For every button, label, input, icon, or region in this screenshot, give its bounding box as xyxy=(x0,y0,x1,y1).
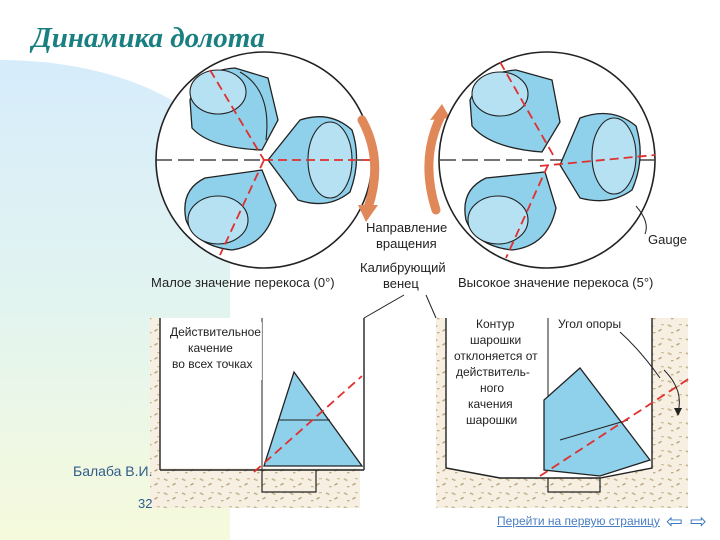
author-name: Балаба В.И. xyxy=(73,463,153,479)
cone-lower-skewed xyxy=(464,171,557,251)
cone-right-skewed xyxy=(559,112,641,202)
first-page-link[interactable]: Перейти на первую страницу xyxy=(497,514,660,528)
cone-upper-skewed xyxy=(469,69,561,153)
bit-top-view-low-skew xyxy=(155,51,373,269)
actual-rolling-label-line2: качение xyxy=(188,341,233,355)
deviation-label-line6: качения xyxy=(468,397,513,411)
deviation-label-line3: отклоняется от xyxy=(454,349,538,363)
high-skew-label: Высокое значение перекоса (5°) xyxy=(458,275,653,290)
deviation-label-line2: шарошки xyxy=(470,333,521,347)
bit-top-view-high-skew xyxy=(438,51,656,269)
deviation-label-line7: шарошки xyxy=(466,413,517,427)
back-arrow-icon[interactable]: ⇦ xyxy=(666,511,683,533)
calibrating-row-label-line2: венец xyxy=(383,276,419,291)
gauge-label: Gauge xyxy=(648,232,687,247)
rotation-arrow-up-icon xyxy=(424,104,450,215)
rotation-label-line2: вращения xyxy=(376,236,437,251)
calibrating-row-label-line1: Калибрующий xyxy=(360,260,446,275)
deviation-label-line5: ного xyxy=(480,381,504,395)
support-angle-label: Угол опоры xyxy=(558,317,621,331)
rotation-label-line1: Направление xyxy=(366,220,447,235)
deviation-label-line1: Контур xyxy=(476,317,515,331)
page-number: 32 xyxy=(138,496,153,511)
actual-rolling-label-line3: во всех точках xyxy=(172,357,252,371)
actual-rolling-label-line1: Действительное xyxy=(170,325,261,339)
low-skew-label: Малое значение перекоса (0°) xyxy=(151,275,335,290)
cone-lower xyxy=(184,169,277,251)
borehole-section-high-skew xyxy=(436,318,691,508)
rotation-arrow-down-icon xyxy=(357,115,380,222)
forward-arrow-icon[interactable]: ⇨ xyxy=(690,511,707,533)
page-title: Динамика долота xyxy=(32,22,265,54)
deviation-label-line4: действитель- xyxy=(456,365,530,379)
